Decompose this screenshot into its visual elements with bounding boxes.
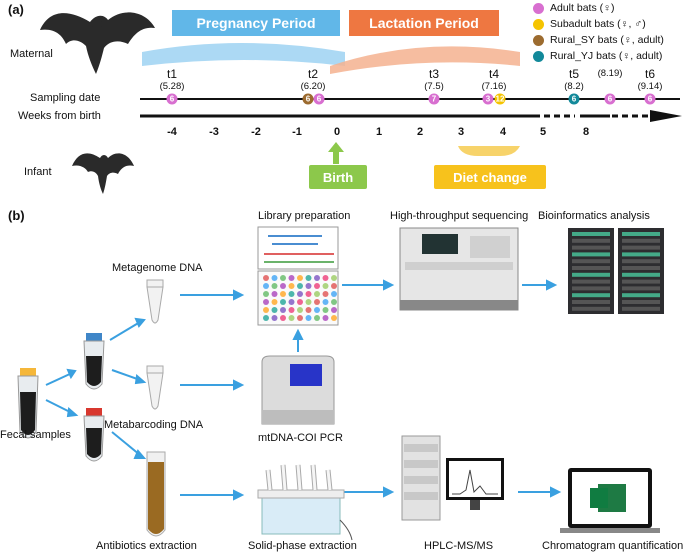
fecal-samples-label: Fecal samples [0,429,71,441]
legend-subadult: Subadult bats (♀, ♂) [533,18,646,30]
laptop-excel-icon [560,468,660,533]
pregnancy-arc [142,43,345,66]
week-tick: 0 [333,126,341,138]
dna-tube-blue-icon [83,333,105,390]
antibiotics-tube-icon [146,451,166,537]
mtdna-pcr-label: mtDNA-COI PCR [258,432,343,444]
sample-marker: 6 [604,93,616,105]
week-tick: -1 [292,126,302,138]
weeks-from-birth-label: Weeks from birth [18,110,101,122]
sample-marker: 6 [644,93,656,105]
bioinformatics-label: Bioinformatics analysis [538,210,650,222]
pregnancy-period-bar: Pregnancy Period [172,10,340,36]
sample-marker: 12 [494,93,506,105]
library-preparation-label: Library preparation [258,210,351,222]
week-tick: -3 [209,126,219,138]
timepoint-t2: t2(6.20) [300,67,326,93]
timepoint-t1: t1(5.28) [159,67,185,93]
adult-bat-icon [40,12,155,74]
metagenome-dna-label: Metagenome DNA [112,262,203,274]
timepoint-t3: t3(7.5) [424,67,444,93]
timepoint-819: (8.19) [597,68,623,79]
legend-subadult-swatch [533,18,544,30]
antibiotics-extraction-label: Antibiotics extraction [96,540,197,552]
sampling-date-label: Sampling date [30,92,101,104]
fecal-tube-icon [17,368,39,439]
sample-marker: 6 [568,93,580,105]
legend-rural-yj: Rural_YJ bats (♀, adult) [533,50,662,62]
birth-badge: Birth [309,165,367,189]
week-tick: 5 [539,126,547,138]
legend-rural-sy-swatch [533,34,544,46]
solid-phase-label: Solid-phase extraction [248,540,357,552]
weeks-arrowhead [650,110,682,122]
timepoint-t6: t6(9.14) [637,67,663,93]
week-tick: 2 [416,126,424,138]
week-tick: -4 [167,126,177,138]
diet-bracket [458,146,520,156]
week-tick: 8 [582,126,590,138]
diet-change-badge: Diet change [434,165,546,189]
lactation-arc [330,46,520,74]
sample-marker: 7 [428,93,440,105]
panel-a-label: (a) [8,2,24,17]
timepoint-t5: t5(8.2) [564,67,584,93]
legend-adult-swatch [533,2,544,14]
week-tick: 3 [457,126,465,138]
sequencer-icon [399,227,519,311]
metabarcoding-tube-icon [146,365,164,410]
week-tick: -2 [251,126,261,138]
panel-b-label: (b) [8,208,25,223]
server-rack-icon [568,228,664,314]
maternal-label: Maternal [10,48,53,60]
solid-phase-extraction-icon [257,464,353,541]
well-plate-icon [263,275,337,321]
pcr-machine-icon [261,355,335,425]
hts-label: High-throughput sequencing [390,210,529,222]
legend-rural-sy: Rural_SY bats (♀, adult) [533,34,664,46]
dna-tube-red-icon [83,408,105,462]
metagenome-tube-icon [146,279,164,324]
sample-marker: 3 [482,93,494,105]
sample-marker: 6 [313,93,325,105]
birth-arrow [328,142,344,152]
infant-label: Infant [24,166,52,178]
hplc-ms-icon [401,435,504,521]
hplc-label: HPLC-MS/MS [424,540,494,552]
chromatogram-label: Chromatogram quantification [542,540,684,552]
lactation-period-bar: Lactation Period [349,10,499,36]
legend-adult: Adult bats (♀) [533,2,614,14]
workflow-arrows [45,279,562,501]
legend-rural-yj-swatch [533,50,544,62]
sample-marker: 6 [302,93,314,105]
week-tick: 1 [375,126,383,138]
metabarcoding-dna-label: Metabarcoding DNA [104,419,204,431]
week-tick: 4 [499,126,507,138]
sample-marker: 6 [166,93,178,105]
timepoint-t4: t4(7.16) [481,67,507,93]
infant-bat-icon [72,153,134,194]
